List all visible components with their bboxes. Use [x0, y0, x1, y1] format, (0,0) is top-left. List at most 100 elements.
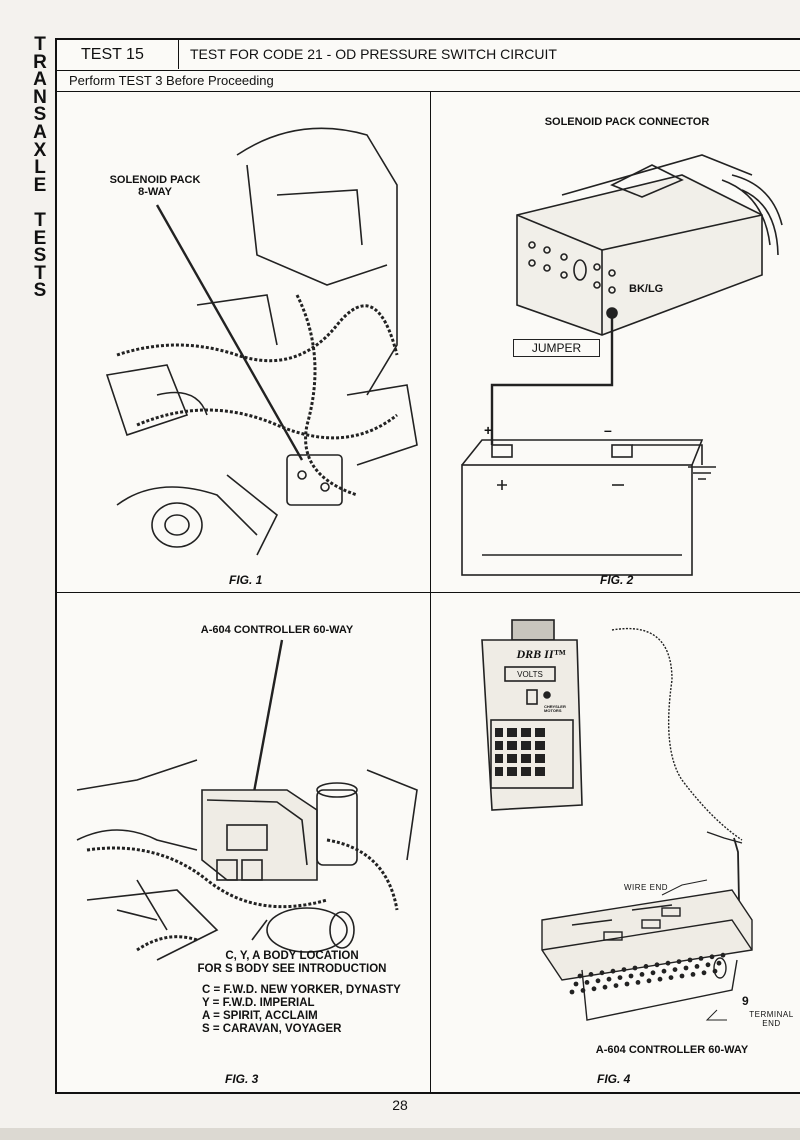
fig1-callout: SOLENOID PACK 8-WAY [85, 174, 225, 198]
jumper-label: JUMPER [513, 339, 600, 357]
fig4-connector-label: A-604 CONTROLLER 60-WAY [595, 1044, 749, 1056]
terminal-pin [635, 980, 641, 985]
test-number: TEST 15 [57, 40, 179, 69]
terminal-pin [690, 972, 696, 977]
drb-tool-name: DRB II™ [516, 647, 566, 661]
sidebar-letter: X [33, 139, 47, 161]
terminal-pin [701, 970, 707, 976]
terminal-pin [705, 962, 711, 968]
fig1-callout-line2: 8-WAY [138, 186, 172, 198]
fig1-caption: FIG. 1 [229, 573, 263, 587]
bklg-wire-label: BK/LG [629, 283, 664, 295]
terminal-pin [698, 956, 704, 961]
terminal-pin [665, 960, 671, 966]
fig3-caption: FIG. 3 [225, 1072, 259, 1086]
sidebar-letter: N [33, 86, 47, 108]
probe-and-connector-illustration [541, 627, 753, 1021]
terminal-pin [621, 967, 627, 972]
terminal-pin [617, 975, 623, 980]
panel-divider-horizontal [57, 592, 800, 593]
terminal-pin [628, 973, 634, 979]
terminal-pin [584, 980, 590, 985]
sidebar-letter: A [33, 69, 47, 91]
controller-location-illustration [76, 639, 418, 961]
connector-jumper-diagram [461, 154, 783, 576]
terminal-pin [661, 968, 667, 974]
terminal-pins [569, 952, 726, 995]
sidebar-letter: L [34, 157, 46, 179]
sidebar-transaxle-tests: T R A N S A X L E T E S T S [30, 34, 50, 302]
terminal-pin [613, 983, 619, 988]
terminal-pin [646, 978, 652, 984]
keypad [495, 728, 545, 776]
wire-end-label: WIRE END [624, 883, 668, 892]
terminal-pin [591, 986, 597, 992]
fig4-caption: FIG. 4 [597, 1072, 631, 1086]
terminal-pin [676, 959, 682, 964]
prerequisite-note: Perform TEST 3 Before Proceeding [69, 73, 274, 88]
terminal-pin [654, 962, 660, 968]
sidebar-letter: T [34, 34, 46, 55]
terminal-pin [610, 968, 616, 974]
body-code-legend: C = F.W.D. NEW YORKER, DYNASTY Y = F.W.D… [202, 984, 401, 1036]
sidebar-letter: S [33, 104, 47, 126]
terminal-pin [595, 978, 601, 984]
sidebar-letter: S [33, 245, 47, 267]
battery-negative: – [604, 422, 612, 438]
drb-tester-illustration [481, 619, 583, 811]
terminal-pin [668, 975, 674, 980]
sidebar-letter: E [33, 174, 47, 196]
page-number: 28 [392, 1097, 408, 1113]
location-line1: C, Y, A BODY LOCATION [225, 950, 359, 962]
terminal-pin [599, 970, 605, 976]
sidebar-letter: R [33, 51, 47, 73]
terminal-pin [694, 964, 700, 969]
terminal-pin [683, 965, 689, 971]
sidebar-letter: E [33, 227, 47, 249]
page-bottom-edge [0, 1128, 800, 1140]
terminal-pin [602, 984, 608, 990]
fig1-callout-line1: SOLENOID PACK [109, 174, 201, 186]
test-frame: TEST 15 TEST FOR CODE 21 - OD PRESSURE S… [55, 38, 800, 1094]
terminal-pin [672, 967, 678, 972]
drb-display-text: VOLTS [517, 670, 543, 679]
sidebar-letter: S [33, 280, 47, 302]
brand-mark: CHRYSLER MOTORS [544, 704, 566, 713]
terminal-pin [712, 968, 718, 974]
terminal-pin [643, 964, 649, 969]
terminal-pin [687, 957, 693, 963]
fig2-title: SOLENOID PACK CONNECTOR [544, 116, 710, 128]
legend-item: C = F.W.D. NEW YORKER, DYNASTY [202, 984, 401, 996]
header-divider [57, 91, 800, 92]
terminal-pin [577, 973, 583, 979]
header-row: TEST 15 TEST FOR CODE 21 - OD PRESSURE S… [57, 40, 800, 71]
pin-number: 9 [742, 994, 749, 1008]
test-title: TEST FOR CODE 21 - OD PRESSURE SWITCH CI… [190, 46, 557, 62]
terminal-pin [569, 989, 575, 995]
terminal-pin [650, 970, 656, 976]
fig2-caption: FIG. 2 [600, 573, 634, 587]
terminal-pin [580, 988, 586, 993]
sidebar-letter: T [34, 209, 46, 231]
location-line2: FOR S BODY SEE INTRODUCTION [197, 963, 387, 975]
battery-positive: + [484, 422, 493, 438]
terminal-pin [606, 976, 612, 982]
terminal-pin [709, 954, 715, 960]
terminal-end-label: TERMINAL END [749, 1010, 794, 1028]
terminal-pin [588, 972, 594, 977]
terminal-pin [573, 981, 579, 987]
terminal-pin [679, 973, 685, 979]
fig3-title: A-604 CONTROLLER 60-WAY [200, 624, 354, 636]
terminal-pin [639, 972, 645, 977]
terminal-pin [624, 981, 630, 987]
legend-item: S = CARAVAN, VOYAGER [202, 1023, 342, 1035]
terminal-pin [716, 960, 722, 966]
terminal-pin [632, 965, 638, 971]
fig3-location-note: C, Y, A BODY LOCATION FOR S BODY SEE INT… [167, 950, 417, 976]
legend-item: A = SPIRIT, ACCLAIM [202, 1010, 318, 1022]
terminal-pin [720, 952, 726, 958]
sidebar-letter: A [33, 121, 47, 143]
terminal-pin [657, 976, 663, 982]
engine-bay-illustration [105, 127, 418, 556]
sidebar-letter: T [34, 262, 46, 284]
